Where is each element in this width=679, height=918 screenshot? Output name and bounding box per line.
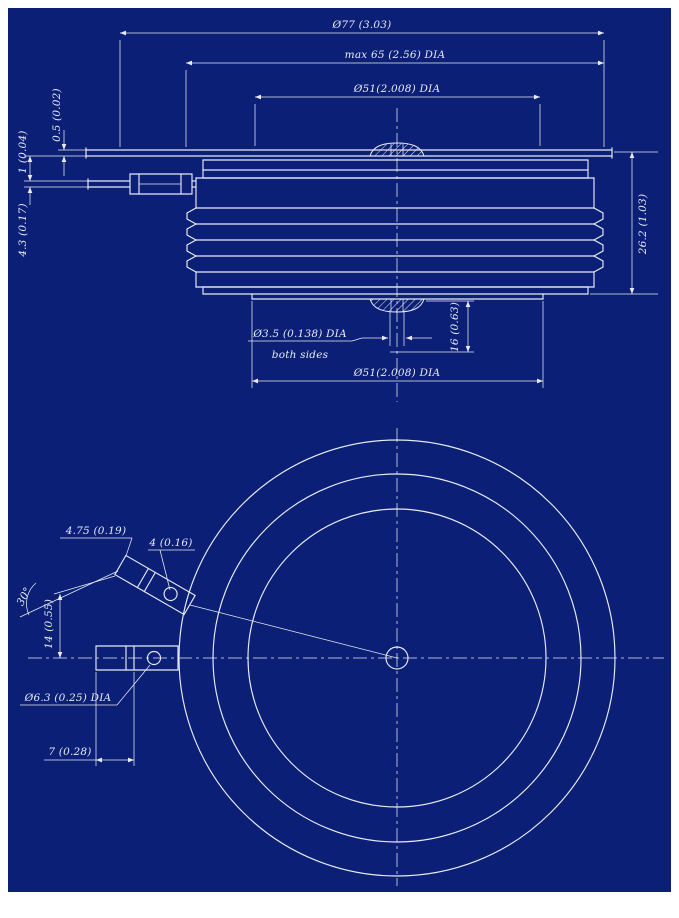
dim-centre-hole: Ø3.5 (0.138) DIA both sides [248,312,432,361]
dim-terminal-diameter: Ø6.3 (0.25) DIA [20,664,151,706]
section-view: Ø77 (3.03) max 65 (2.56) DIA Ø51(2.008) … [17,19,658,402]
dim-max-diameter: max 65 (2.56) DIA [185,49,604,147]
dim-lug-width: 4.75 (0.19) [60,525,133,557]
dim-bottom-pole-diameter-label: Ø51(2.008) DIA [353,367,441,379]
dim-bottom-pole-diameter: Ø51(2.008) DIA [251,301,544,388]
dim-lead-spacing: 14 (0.55) [43,575,116,658]
dim-max-diameter-label: max 65 (2.56) DIA [345,49,446,61]
dim-recess-depth: 16 (0.63) [390,300,474,353]
dim-overall-height-label: 26.2 (1.03) [637,194,649,256]
dim-flange-thickness-label: 0.5 (0.02) [51,88,63,142]
bellows [186,207,604,273]
dim-flange-gap-label: 1 (0.04) [17,130,29,173]
hatch-top-pole [369,142,425,157]
plan-view: 4.75 (0.19) 4 (0.16) 30° 14 (0.55) Ø6.3 … [15,428,664,886]
centre-hole-circle [385,646,409,670]
gate-terminal-section [87,173,197,195]
dim-flange-thickness: 0.5 (0.02) [51,88,86,176]
dim-lug-offset-label: 7 (0.28) [48,746,91,758]
gate-lug-upper [114,554,196,616]
dim-hole-width-label: 4 (0.16) [148,537,192,549]
dim-recess-depth-label: 16 (0.63) [449,302,461,352]
dim-centre-hole-label: Ø3.5 (0.138) DIA [252,328,347,340]
middle-circle [212,473,582,843]
blueprint-background [8,8,671,892]
outer-circle [178,439,616,877]
dim-overall-height: 26.2 (1.03) [590,151,658,295]
dim-lead-thickness: 4.3 (0.17) [17,186,88,258]
dim-lug-offset: 7 (0.28) [44,672,135,766]
dim-top-pole-diameter: Ø51(2.008) DIA [254,83,541,146]
dim-lead-spacing-label: 14 (0.55) [43,599,55,649]
dim-lug-width-label: 4.75 (0.19) [65,525,127,537]
dim-hole-width: 4 (0.16) [148,537,195,591]
dim-overall-diameter-label: Ø77 (3.03) [332,19,392,31]
dim-centre-hole-note: both sides [272,349,329,361]
gate-wire [189,604,398,659]
inner-circle [247,508,547,808]
dim-flange-gap: 1 (0.04) [17,130,88,182]
dim-overall-diameter: Ø77 (3.03) [119,19,605,147]
dim-lead-thickness-label: 4.3 (0.17) [17,203,29,258]
dim-top-pole-diameter-label: Ø51(2.008) DIA [353,83,441,95]
gate-lug-lower [95,645,179,671]
dim-terminal-diameter-label: Ø6.3 (0.25) DIA [24,692,112,704]
hatch-bottom-pole [369,298,425,313]
